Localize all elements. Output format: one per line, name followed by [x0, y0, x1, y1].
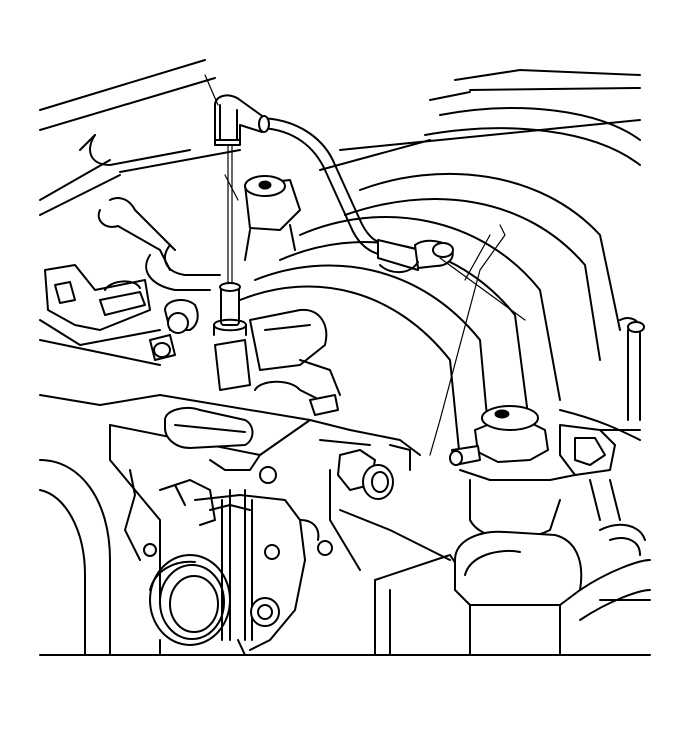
leader-lines: [224, 144, 526, 456]
vacuum-hose: [261, 117, 454, 274]
canister: [374, 523, 651, 656]
throttle-bore: [149, 554, 280, 656]
vacuum-sensor: [449, 405, 621, 540]
electrical-connector: [39, 264, 161, 366]
mounting-flange: [309, 419, 451, 571]
hose-elbow-lower: [149, 298, 341, 416]
manifold-boss: [244, 175, 301, 261]
fuel-rail-hose: [39, 59, 241, 291]
vacuum-port-fitting: [213, 282, 247, 336]
intake-manifold: [239, 69, 645, 461]
hose-elbow-upper: [204, 74, 270, 146]
throttle-body: [39, 394, 333, 656]
